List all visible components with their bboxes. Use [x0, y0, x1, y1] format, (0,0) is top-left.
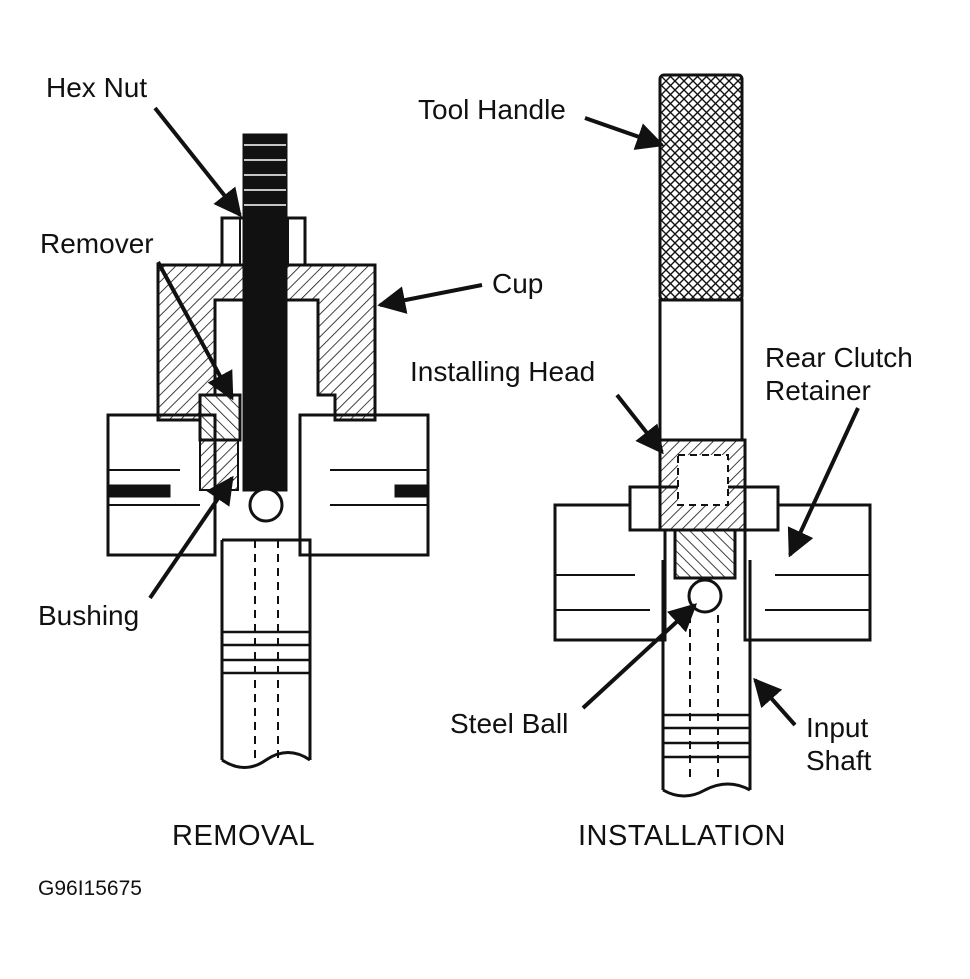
- removal-caption: REMOVAL: [172, 820, 316, 852]
- steel-ball-label: Steel Ball: [450, 708, 569, 739]
- installation-housing-left: [553, 503, 667, 642]
- installation-tool-handle-shaft: [658, 298, 744, 442]
- rear-clutch-retainer-label-line2: Retainer: [765, 375, 871, 406]
- installation-input-shaft: [661, 560, 752, 790]
- removal-threaded-rod: [242, 133, 288, 492]
- removal-input-shaft: [220, 538, 312, 760]
- figure-code: G96I15675: [38, 877, 142, 900]
- bushing-label: Bushing: [38, 600, 140, 631]
- installation-bushing: [673, 528, 737, 580]
- cup-label: Cup: [492, 268, 544, 299]
- removal-remover: [198, 393, 242, 442]
- removal-steel-ball: [248, 487, 284, 523]
- leader-lines: [148, 106, 860, 727]
- removal-bushing: [199, 439, 239, 491]
- installing-head-label: Installing Head: [410, 356, 596, 387]
- tool-handle-label: Tool Handle: [418, 94, 566, 125]
- installation-tool-handle-knurl: [658, 73, 744, 302]
- bushing-leader: [148, 475, 234, 600]
- rear-clutch-retainer-leader: [787, 407, 860, 558]
- remover-leader: [156, 261, 234, 401]
- installation-caption: INSTALLATION: [578, 820, 786, 852]
- steel-ball-leader: [581, 603, 698, 710]
- removal-assembly: [106, 133, 430, 769]
- hex-nut-leader: [153, 106, 242, 218]
- installation-housing-right: [743, 503, 872, 642]
- cup-leader: [377, 283, 483, 314]
- removal-housing-right: [298, 413, 430, 557]
- input-shaft-leader: [753, 677, 797, 727]
- hex-nut-label: Hex Nut: [46, 72, 148, 103]
- installation-assembly: [553, 73, 872, 798]
- rear-clutch-retainer-label-line1: Rear Clutch: [765, 342, 913, 373]
- tool-handle-leader: [584, 116, 665, 150]
- input-shaft-label-line2: Shaft: [806, 745, 872, 776]
- input-shaft-label-line1: Input: [806, 712, 869, 743]
- installing-head-leader: [615, 393, 664, 455]
- remover-label: Remover: [40, 228, 154, 259]
